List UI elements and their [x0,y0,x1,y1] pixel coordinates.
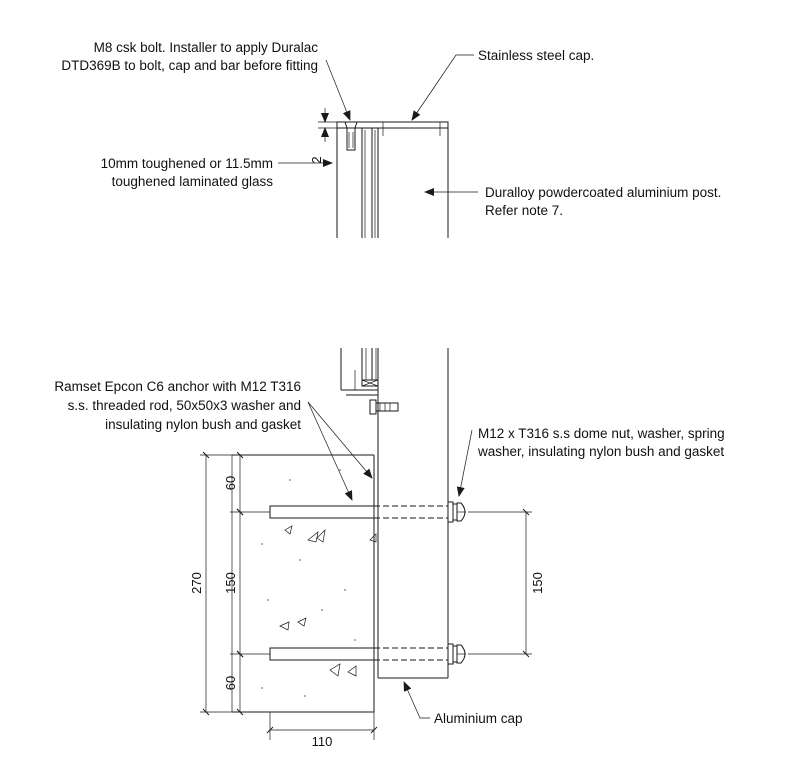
glass-panel-bottom [340,348,379,395]
post-note-line1: Duralloy powdercoated aluminium post. [485,185,721,200]
nut-note-line1: M12 x T316 s.s dome nut, washer, spring [478,426,725,441]
aluminium-cap-leader [403,681,430,719]
bolt-note-line2: DTD369B to bolt, cap and bar before fitt… [61,58,318,73]
aluminium-post [377,348,449,679]
dome-nut-top [447,501,466,523]
left-dimension-lines [200,451,270,716]
dim-150-right: 150 [530,572,545,594]
dome-nut-bottom [447,643,466,665]
bolt-note-line1: M8 csk bolt. Installer to apply Duralac [94,40,319,55]
glass-bracket [341,370,379,396]
post-note-line2: Refer note 7. [485,203,563,218]
dim-270: 270 [189,572,204,594]
nut-note-line2: washer, insulating nylon bush and gasket [477,444,724,459]
dim-150-left: 150 [223,572,238,594]
bottom-detail: 270 60 150 60 150 110 Ramset Epcon C6 an… [54,348,725,749]
stainless-steel-cap [336,121,449,136]
dim-60-bottom: 60 [223,676,238,690]
anchor-note-line2: s.s. threaded rod, 50x50x3 washer and [68,398,301,413]
dim-110: 110 [312,734,333,749]
glass-note-line1: 10mm toughened or 11.5mm [101,156,273,171]
glass-note-line2: toughened laminated glass [112,174,274,189]
top-detail: 2 M8 csk bolt. Installer to apply Durala… [61,40,721,238]
csk-bolt [344,121,358,151]
right-dimension-lines [468,508,532,658]
anchor-leader-2 [307,401,373,479]
dim-60-top: 60 [223,476,238,490]
cap-leader [411,54,474,121]
anchor-note-line1: Ramset Epcon C6 anchor with M12 T316 [54,379,301,394]
aluminium-cap-note: Aluminium cap [434,711,523,726]
bracket-bolt [369,399,399,415]
anchor-note-line3: insulating nylon bush and gasket [105,417,301,432]
concrete-slab [231,454,377,740]
bolt-leader [325,59,351,121]
anchor-rod-top [269,505,448,519]
gap-dimension [318,108,340,142]
nut-leader [456,429,473,497]
anchor-leader-1 [307,401,353,501]
anchor-rod-bottom [269,647,448,661]
gap-dimension-label: 2 [309,156,324,163]
cap-note: Stainless steel cap. [478,48,594,63]
glass-panel [336,122,379,238]
